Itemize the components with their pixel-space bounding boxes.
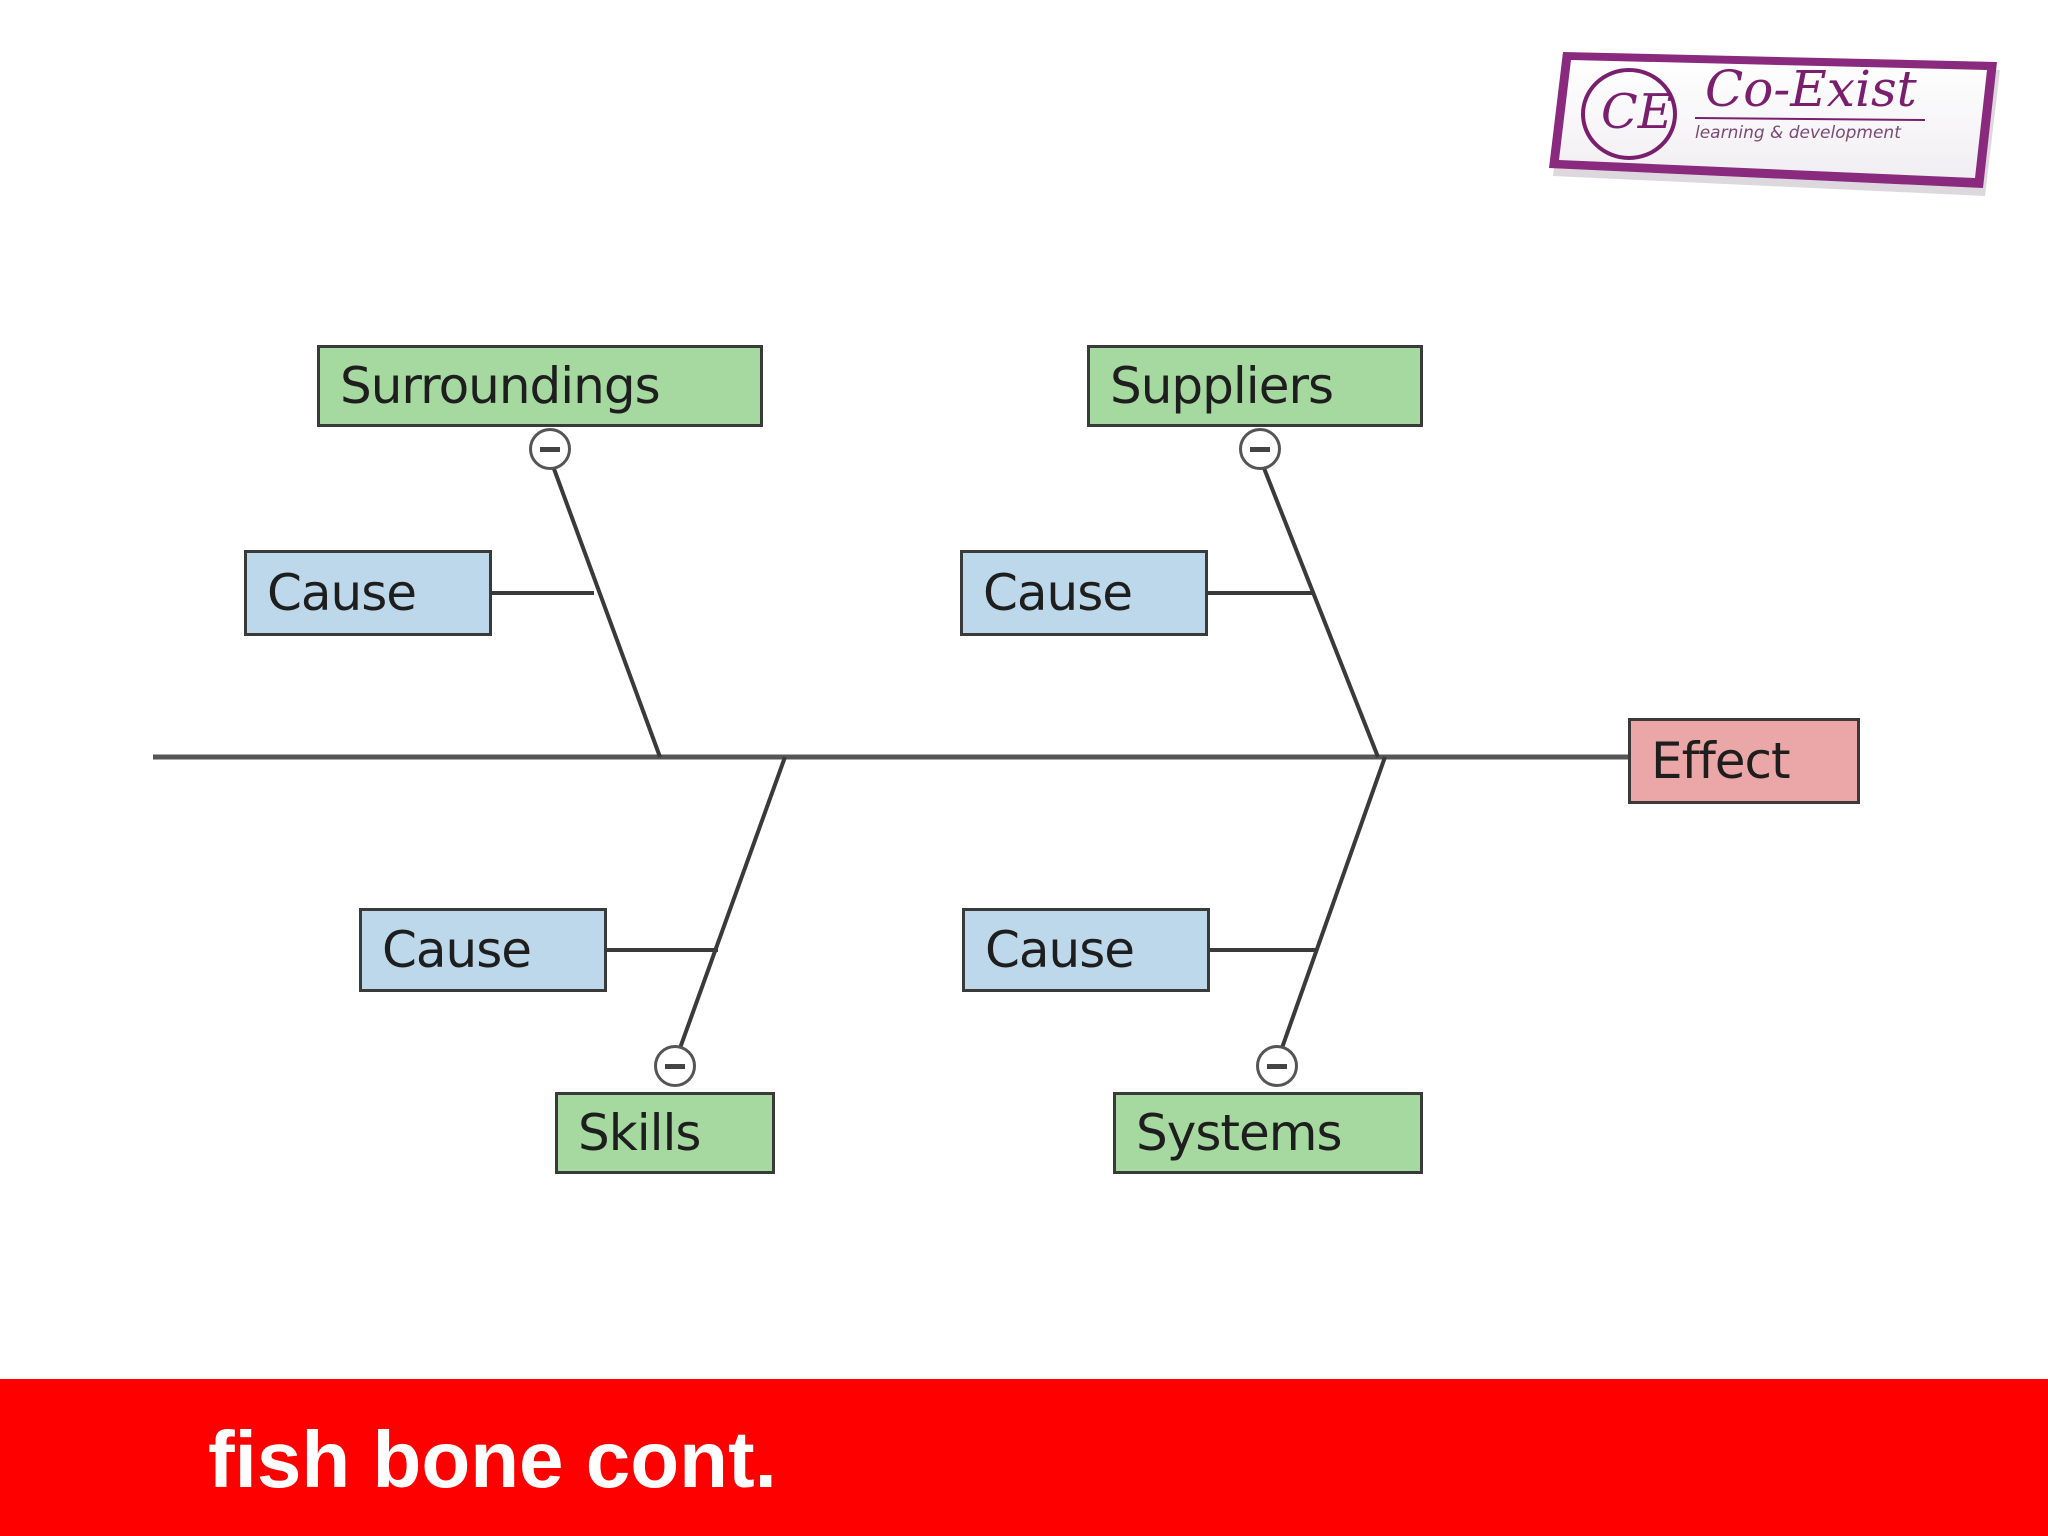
logo-name: Co-Exist: [1705, 60, 1918, 118]
slide-title: fish bone cont.: [208, 1415, 777, 1504]
effect-box: Effect: [1628, 718, 1860, 804]
category-systems: Systems: [1113, 1092, 1423, 1174]
co-exist-logo: CE Co-Exist learning & development: [1545, 48, 2010, 198]
bone-bottom-right: [1275, 756, 1387, 1063]
collapse-surroundings-icon[interactable]: [529, 428, 571, 470]
collapse-suppliers-icon[interactable]: [1239, 428, 1281, 470]
cause-top-right: Cause: [960, 550, 1208, 636]
fishbone-bones: [153, 457, 1628, 1063]
logo-monogram: CE: [1601, 84, 1673, 140]
co-exist-logo-graphic: CE Co-Exist learning & development: [1549, 52, 2000, 196]
bone-top-right: [1258, 457, 1380, 758]
collapse-systems-icon[interactable]: [1256, 1045, 1298, 1087]
cause-bottom-right: Cause: [962, 908, 1210, 992]
category-surroundings: Surroundings: [317, 345, 763, 427]
category-suppliers: Suppliers: [1087, 345, 1423, 427]
title-band: [0, 1379, 2048, 1536]
cause-bottom-left: Cause: [359, 908, 607, 992]
bone-bottom-left: [673, 756, 787, 1063]
collapse-skills-icon[interactable]: [654, 1045, 696, 1087]
logo-tagline: learning & development: [1695, 123, 1902, 143]
bone-top-left: [548, 457, 662, 758]
fishbone-diagram: Surroundings Suppliers Skills Systems Ca…: [140, 285, 1880, 1245]
category-skills: Skills: [555, 1092, 775, 1174]
cause-top-left: Cause: [244, 550, 492, 636]
